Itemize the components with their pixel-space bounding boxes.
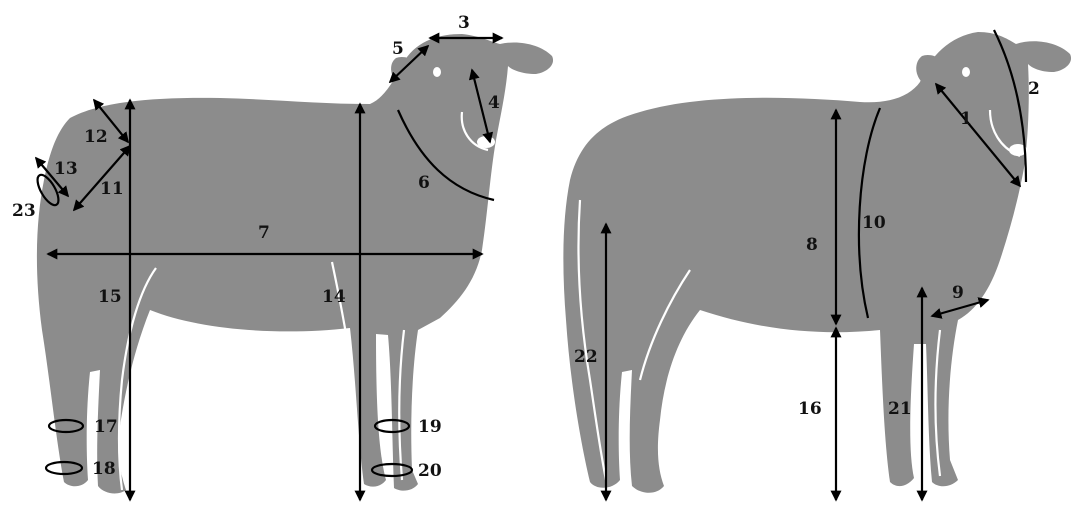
label-10: 10	[862, 213, 886, 233]
label-3: 3	[458, 13, 470, 33]
label-7: 7	[258, 223, 270, 243]
right-sheep: 1 2 8 10 9 22 16 21	[563, 30, 1071, 500]
label-15: 15	[98, 287, 122, 307]
label-13: 13	[54, 159, 78, 179]
left-sheep: 3 5 4 6 7 12 13 11 23 15 14 17 18 19 20	[12, 13, 553, 500]
label-6: 6	[418, 173, 430, 193]
label-23: 23	[12, 201, 36, 221]
label-4: 4	[488, 93, 500, 113]
label-12: 12	[84, 127, 108, 147]
label-8: 8	[806, 235, 818, 255]
label-16: 16	[798, 399, 822, 419]
label-17: 17	[94, 417, 118, 437]
label-22: 22	[574, 347, 598, 367]
label-21: 21	[888, 399, 912, 419]
label-19: 19	[418, 417, 442, 437]
right-sheep-eye	[962, 67, 970, 77]
label-1: 1	[960, 109, 972, 129]
label-2: 2	[1028, 79, 1040, 99]
label-20: 20	[418, 461, 442, 481]
left-sheep-nose	[477, 136, 495, 148]
label-18: 18	[92, 459, 116, 479]
right-sheep-silhouette	[563, 32, 1071, 493]
left-sheep-eye	[433, 67, 441, 77]
label-9: 9	[952, 283, 964, 303]
label-14: 14	[322, 287, 346, 307]
label-5: 5	[392, 39, 404, 59]
label-11: 11	[100, 179, 124, 199]
